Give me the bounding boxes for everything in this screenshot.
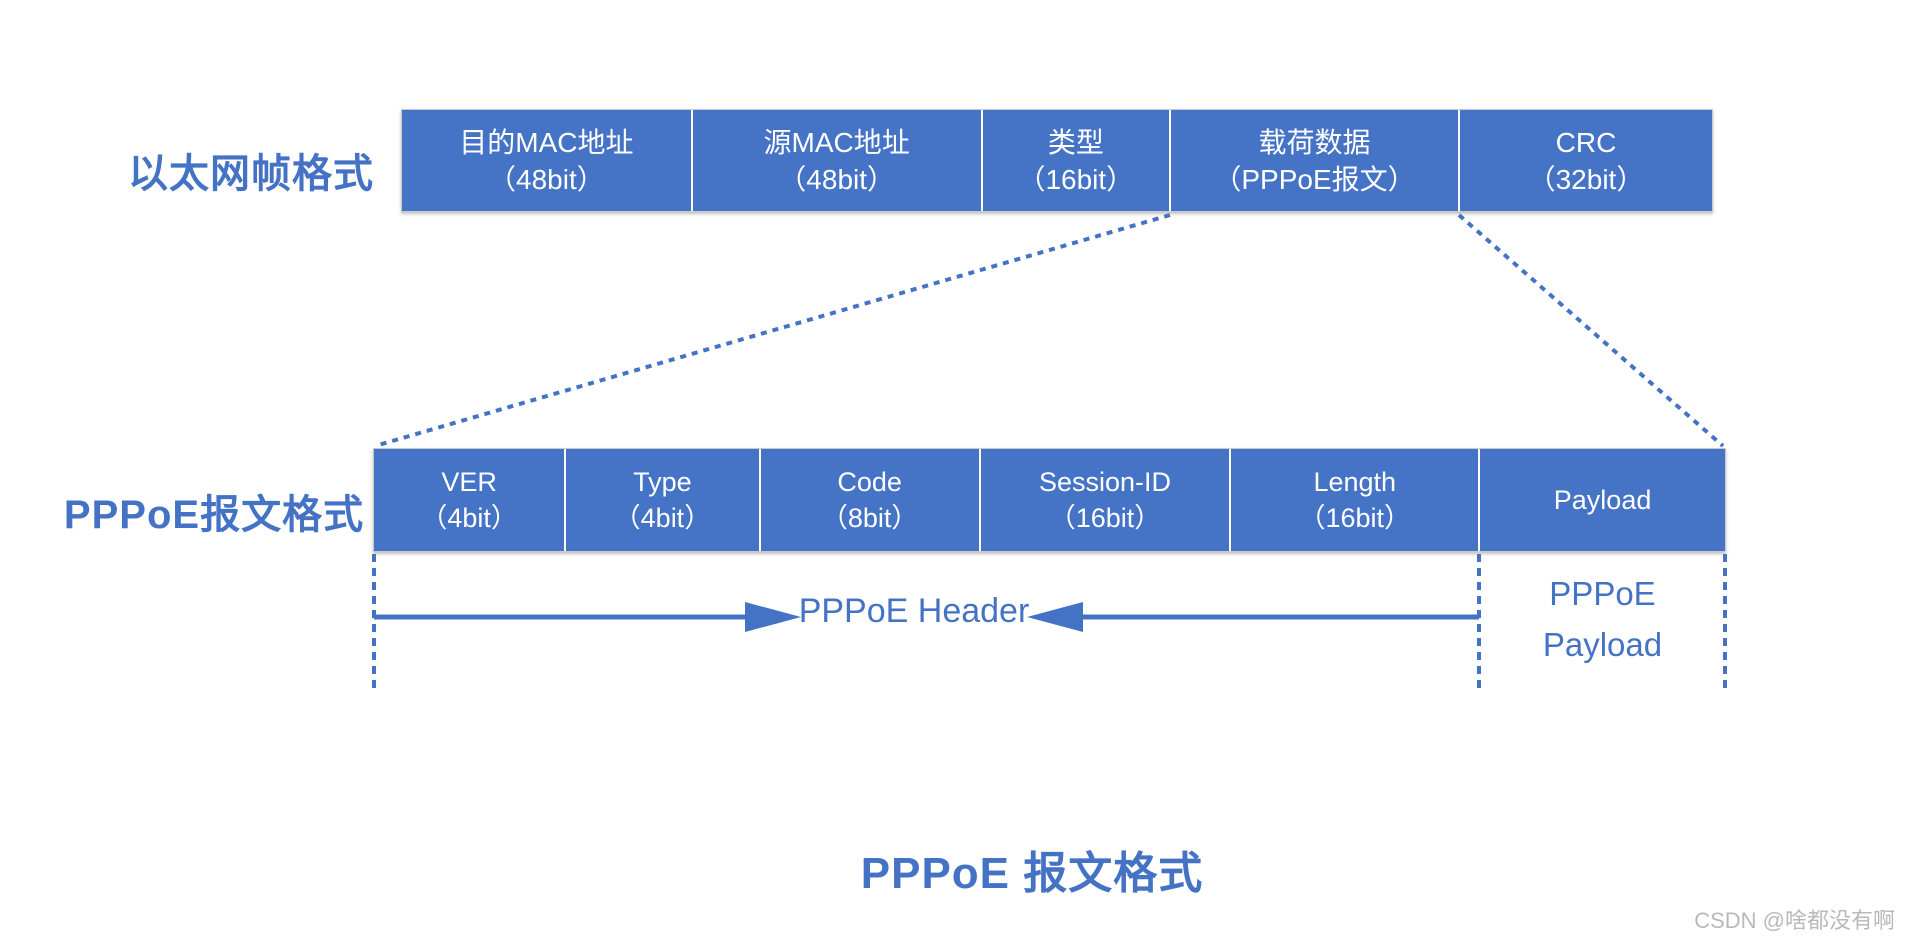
field-cell-ether-type: 类型 （16bit）	[982, 110, 1170, 211]
field-size: （PPPoE报文）	[1213, 163, 1416, 195]
pppoe-header-span-label: PPPoE Header	[798, 592, 1030, 630]
diagram-title: PPPoE 报文格式	[860, 849, 1204, 898]
ethernet-frame-row-label: 以太网帧格式	[128, 152, 374, 196]
field-name: CRC	[1555, 126, 1617, 158]
pppoe-payload-span-line2: Payload	[1542, 626, 1663, 663]
ethernet-frame-row: 目的MAC地址 （48bit） 源MAC地址 （48bit） 类型 （16bit…	[401, 109, 1713, 212]
field-name: 类型	[1047, 126, 1104, 158]
field-size: （16bit）	[1017, 163, 1135, 195]
field-name: Length	[1313, 467, 1397, 497]
field-name: Type	[633, 467, 692, 497]
field-size: （16bit）	[1298, 503, 1412, 533]
header-span-left-arrow	[1027, 602, 1479, 632]
field-cell-src-mac: 源MAC地址 （48bit）	[692, 110, 981, 211]
field-name: VER	[441, 467, 497, 497]
field-cell-ver: VER （4bit）	[374, 449, 565, 551]
field-cell-crc: CRC （32bit）	[1459, 110, 1712, 211]
field-size: （4bit）	[613, 503, 712, 533]
header-span-right-arrow	[374, 602, 801, 632]
field-cell-payload-data: 载荷数据 （PPPoE报文）	[1171, 110, 1458, 211]
pppoe-packet-row-label: PPPoE报文格式	[63, 493, 365, 537]
field-size: （48bit）	[488, 163, 605, 195]
field-size: （48bit）	[778, 163, 896, 195]
pppoe-payload-span-line1: PPPoE	[1549, 575, 1656, 612]
field-name: Session-ID	[1038, 467, 1172, 497]
field-size: （16bit）	[1048, 503, 1162, 533]
field-size: （32bit）	[1527, 163, 1645, 195]
field-name: 源MAC地址	[763, 126, 910, 158]
field-cell-dest-mac: 目的MAC地址 （48bit）	[402, 110, 691, 211]
field-name: 目的MAC地址	[459, 126, 634, 158]
field-cell-length: Length （16bit）	[1231, 449, 1479, 551]
field-cell-session-id: Session-ID （16bit）	[980, 449, 1230, 551]
field-name: Code	[837, 467, 902, 497]
csdn-watermark: CSDN @啥都没有啊	[1694, 908, 1895, 933]
field-cell-type: Type （4bit）	[566, 449, 759, 551]
pppoe-packet-row: VER （4bit） Type （4bit） Code （8bit） Sessi…	[373, 448, 1726, 552]
zoom-connector-right-dotted-line	[1457, 213, 1725, 448]
field-size: （4bit）	[420, 503, 518, 533]
field-name: Payload	[1553, 485, 1652, 515]
field-cell-payload: Payload	[1480, 449, 1726, 551]
field-name: 载荷数据	[1258, 126, 1371, 158]
zoom-connector-left-dotted-line	[374, 213, 1171, 448]
pppoe-payload-span-label: PPPoE Payload	[1479, 568, 1726, 670]
field-size: （8bit）	[820, 503, 919, 533]
field-cell-code: Code （8bit）	[760, 449, 979, 551]
